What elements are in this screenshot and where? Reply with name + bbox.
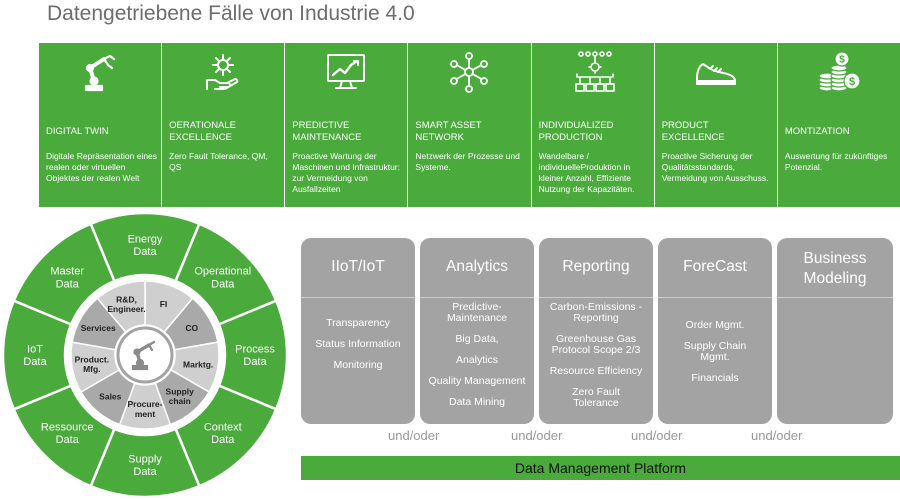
pillar-heading: Business [803,250,867,267]
use-case-cards: DIGITAL TWIN Digitale Repräsentation ein… [39,43,900,207]
card-description: Wandelbare / individuelleProduktion in k… [538,151,635,194]
card-digital-twin: DIGITAL TWIN Digitale Repräsentation ein… [39,43,163,207]
gear-hand-icon [162,49,284,95]
connector-label: und/oder [511,428,563,443]
pillar-item: Quality Management [428,375,526,387]
wheel-label: Procure-ment [128,399,163,419]
coins-dollar-icon: $ $ [778,49,900,95]
pillar-item: Order Mgmt. [685,319,745,331]
card-title: OERATIONALE EXCELLENCE [169,120,237,143]
card-description: Netzwerk der Prozesse und Systeme. [415,151,520,172]
card-product-excellence: PRODUCT EXCELLENCE Proactive Sicherung d… [654,43,778,207]
pillar-heading: Reporting [562,258,630,275]
svg-text:$: $ [849,76,855,88]
inner-segment [96,280,146,334]
wheel-label: FI [160,299,168,309]
card-description: Proactive Sicherung der Qualitätsstandar… [661,151,769,183]
pillar-item: Status Information [315,338,401,350]
pillar-item: Carbon-Emissions -Reporting [549,301,643,324]
card-description: Zero Fault Tolerance, QM, QS [169,151,268,172]
card-title: INDIVIDUALIZED PRODUCTION [538,120,614,143]
pillar-divider [658,297,772,298]
pillar-item: Monitoring [333,359,383,371]
pillar-items: Carbon-Emissions -Reporting Greenhouse G… [543,302,649,419]
connector-label: und/oder [631,428,683,443]
pillar-divider [301,297,415,298]
card-operational-excellence: OERATIONALE EXCELLENCE Zero Fault Tolera… [162,43,286,207]
pillar-divider [420,297,534,298]
pillar-item: Predictive-Maintenance [446,301,508,324]
connector-label: und/oder [388,428,440,443]
pillar-forecast: ForeCast Order Mgmt. Supply Chain Mgmt. … [658,238,772,424]
pillar-items: Order Mgmt. Supply Chain Mgmt. Financial… [662,320,768,394]
connector-label: und/oder [751,428,803,443]
robot-arm-icon [131,340,156,371]
wheel-label: Sales [99,391,121,401]
card-smart-asset-network: SMART ASSET NETWORK Netzwerk der Prozess… [408,43,532,207]
card-predictive-maintenance: PREDICTIVE MAINTENANCE Proactive Wartung… [285,43,409,207]
svg-text:$: $ [839,55,845,66]
card-monetization: $ $ MONTIZATION Auswertung für zukünftig… [777,43,900,207]
pillar-heading: Analytics [445,258,509,275]
process-flow-icon [532,49,654,95]
pillar-heading: ForeCast [683,258,747,275]
card-description: Digitale Repräsentation eines realen ode… [46,151,158,183]
pillar-divider [777,297,893,298]
inner-segments [70,280,220,430]
pillar-item: Data Mining [448,396,506,408]
pillar-item: Transparency [326,317,390,329]
pillar-analytics: Analytics Predictive-Maintenance Big Dat… [420,238,534,424]
pillar-item: Resource Efficiency [549,365,643,377]
card-title: PRODUCT EXCELLENCE [661,120,725,143]
pillar-iiot: IIoT/IoT Transparency Status Information… [301,238,415,424]
wheel-label: Services [81,323,116,333]
page-title: Datengetriebene Fälle von Industrie 4.0 [47,2,415,25]
pillar-item: Financials [691,372,739,384]
card-individualized-production: INDIVIDUALIZED PRODUCTION Wandelbare / i… [531,43,655,207]
outer-segment [12,222,117,327]
network-icon [408,49,530,95]
pillar-reporting: Reporting Carbon-Emissions -Reporting Gr… [539,238,653,424]
wheel-center [116,326,174,384]
pillar-item: Supply Chain Mgmt. [683,340,747,363]
card-title: DIGITAL TWIN [46,126,109,137]
wheel-label: Product.Mfg. [75,354,109,374]
wheel-label: R&D,Engineer. [107,294,145,314]
pillar-item: Analytics [455,354,498,366]
card-title: MONTIZATION [784,126,850,137]
data-management-platform-bar: Data Management Platform [301,456,900,480]
card-title: SMART ASSET NETWORK [415,120,482,143]
card-description: Proactive Wartung der Maschinen und Infr… [292,151,401,194]
wheel-label: Marktg. [183,359,213,369]
pillar-divider [539,297,653,298]
pillar-item: Zero Fault Tolerance [572,386,620,409]
pillar-items: Transparency Status Information Monitori… [305,318,411,381]
pillar-items: Predictive-Maintenance Big Data, Analyti… [424,302,530,418]
card-description: Auswertung für zukünftiges Potenzial. [784,151,888,172]
shoe-icon [655,49,777,95]
pillar-heading-2: Modeling [803,270,867,287]
wheel-label: CO [185,323,198,333]
pillar-item: Big Data, [455,333,499,345]
monitor-chart-icon [285,49,407,95]
pillar-item: Greenhouse Gas Protocol Scope 2/3 [551,333,641,356]
card-title: PREDICTIVE MAINTENANCE [292,120,362,143]
pillar-heading: IIoT/IoT [331,258,385,275]
robot-arm-icon [39,49,161,95]
